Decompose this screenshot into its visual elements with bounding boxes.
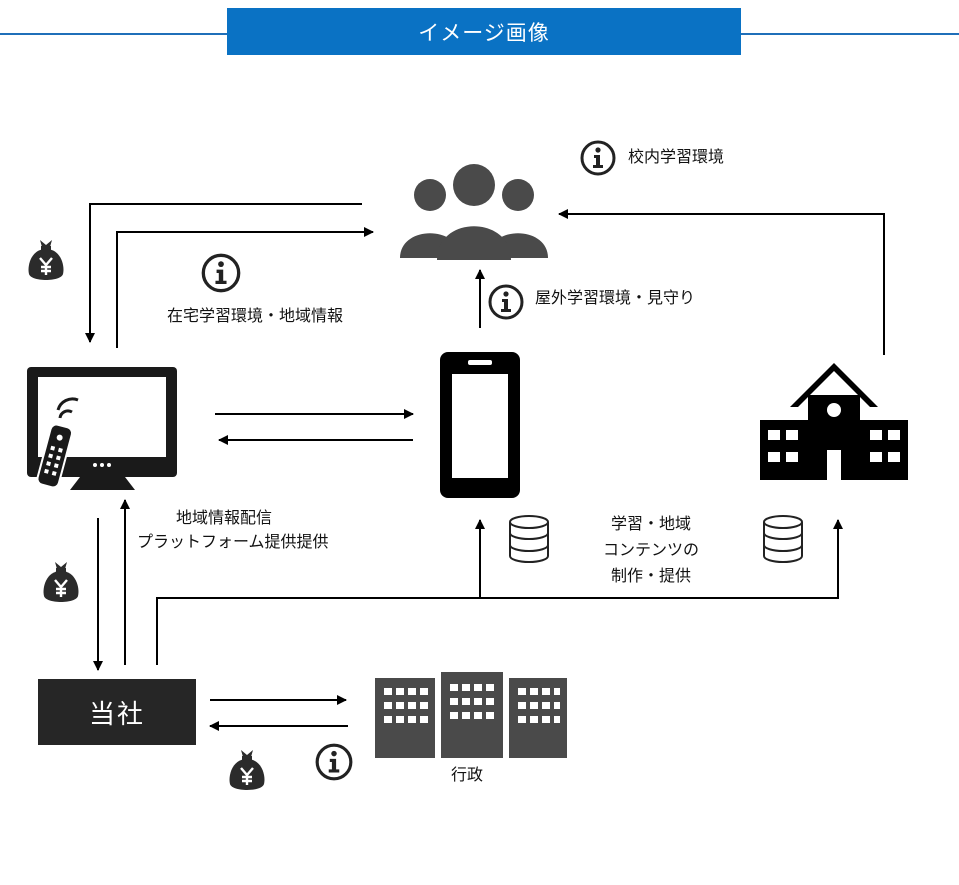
- database-icon: [509, 515, 549, 563]
- info-icon: [580, 140, 616, 176]
- yen-money-bag-icon: [28, 240, 64, 280]
- smartphone-icon: [440, 352, 520, 498]
- content-label-line2: コンテンツの: [602, 540, 699, 559]
- school-env-label: 校内学習環境: [628, 147, 725, 166]
- platform-label-line2: プラットフォーム提供提供: [137, 532, 329, 551]
- platform-label-line1: 地域情報配信: [176, 508, 273, 527]
- school-building-icon: [760, 363, 908, 480]
- database-icon: [763, 515, 803, 563]
- government-label: 行政: [451, 765, 484, 784]
- tv-with-remote-icon: [27, 367, 177, 490]
- yen-money-bag-icon: [43, 562, 79, 602]
- yen-money-bag-icon: [229, 750, 265, 790]
- office-buildings-icon: [375, 672, 567, 758]
- info-icon: [488, 284, 524, 320]
- content-label-line3: 制作・提供: [610, 566, 691, 585]
- info-icon: [201, 253, 241, 293]
- header-title: イメージ画像: [227, 8, 741, 55]
- users-group-icon: [400, 164, 548, 260]
- outdoor-env-label: 屋外学習環境・見守り: [535, 288, 696, 307]
- home-env-label: 在宅学習環境・地域情報: [167, 306, 344, 325]
- company-box: 当社: [38, 679, 196, 745]
- flow-arrows: [85, 203, 885, 731]
- info-icon: [315, 743, 353, 781]
- content-label-line1: 学習・地域: [610, 514, 691, 533]
